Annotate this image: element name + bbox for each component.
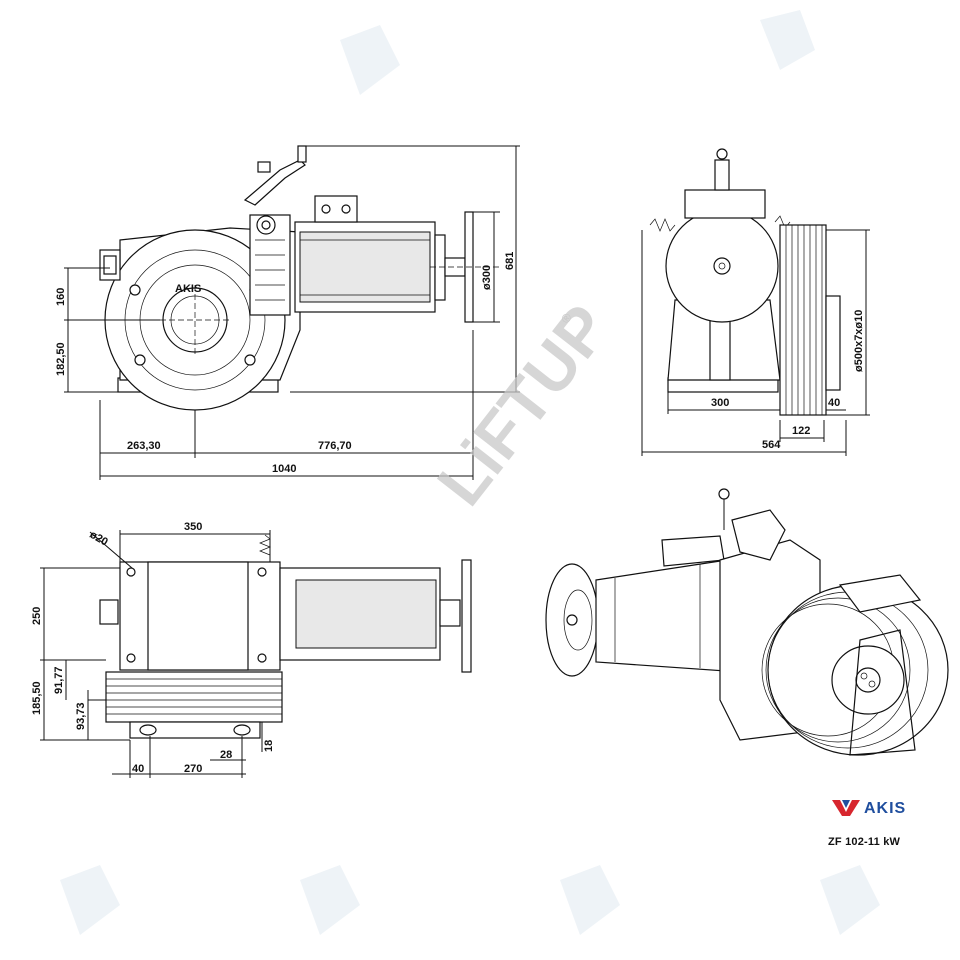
akis-logo-mark: AKIS bbox=[832, 800, 906, 817]
drum-logo-text: AKIS bbox=[175, 283, 201, 295]
background-watermarks bbox=[60, 10, 880, 935]
dim-pulley: ø500x7xø10 bbox=[853, 310, 865, 372]
front-view: ø500x7xø10 300 40 122 564 bbox=[641, 148, 870, 456]
dim-185-50: 185,50 bbox=[31, 681, 43, 715]
dim-91-77: 91,77 bbox=[53, 666, 65, 694]
dim-18: 18 bbox=[263, 740, 275, 752]
dim-250: 250 bbox=[31, 607, 43, 625]
top-pulley-grooves bbox=[105, 671, 283, 723]
akis-logo-text: AKIS bbox=[864, 800, 906, 817]
model-label: ZF 102-11 kW bbox=[828, 836, 901, 848]
dim-d300: ø300 bbox=[481, 265, 493, 290]
pulley-grooves bbox=[779, 224, 827, 416]
dim-263-30: 263,30 bbox=[127, 440, 161, 452]
akis-logo: AKIS bbox=[832, 796, 932, 818]
dim-1040: 1040 bbox=[272, 463, 296, 475]
dim-776-70: 776,70 bbox=[318, 440, 352, 452]
top-view: ø20 350 250 185,50 91,77 93,73 40 270 28… bbox=[31, 521, 472, 778]
watermark-text: LiFTUP bbox=[423, 291, 624, 519]
dim-270: 270 bbox=[184, 763, 202, 775]
liftup-watermark: LiFTUP ® bbox=[423, 291, 624, 519]
dim-28: 28 bbox=[220, 749, 232, 761]
dim-93-73: 93,73 bbox=[75, 702, 87, 730]
dim-350: 350 bbox=[184, 521, 202, 533]
dim-40-top: 40 bbox=[132, 763, 144, 775]
dim-681: 681 bbox=[504, 252, 516, 270]
dim-122: 122 bbox=[792, 425, 810, 437]
dim-182-50: 182,50 bbox=[55, 342, 67, 376]
dim-564: 564 bbox=[762, 439, 781, 451]
dim-40-front: 40 bbox=[828, 397, 840, 409]
iso-view bbox=[545, 488, 949, 756]
side-view: AKIS ø300 bbox=[55, 145, 520, 480]
dim-160: 160 bbox=[55, 288, 67, 306]
dim-300-front: 300 bbox=[711, 397, 729, 409]
